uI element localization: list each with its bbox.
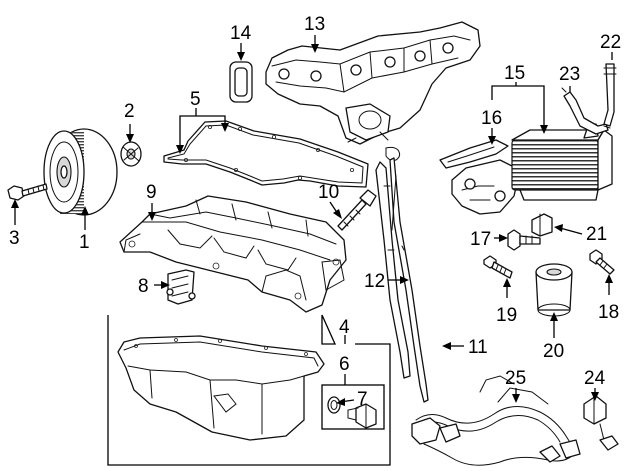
coolant-tube (603, 63, 617, 127)
coolant-hose (561, 87, 611, 135)
callout-13: 13 (304, 14, 325, 35)
callout-22: 22 (600, 32, 621, 53)
callout-7: 7 (357, 389, 368, 410)
leader-lines (11, 35, 613, 406)
callout-16: 16 (481, 108, 502, 129)
oil-cooler-assembly (451, 123, 613, 215)
callout-19: 19 (496, 305, 517, 326)
stud-18 (589, 249, 615, 275)
callout-17: 17 (470, 229, 491, 250)
callout-labels: 1 2 3 4 5 6 7 8 9 10 11 12 13 14 15 16 1… (9, 14, 621, 410)
pulley-bolt (7, 183, 48, 201)
callout-9: 9 (146, 182, 157, 203)
oil-cooler-gasket (439, 139, 509, 169)
throttle-body-seal (229, 61, 253, 103)
oil-baffle-bracket (166, 269, 196, 305)
callout-12: 12 (364, 271, 385, 292)
oil-pan-group-box (107, 314, 391, 466)
oil-pan-gasket (163, 120, 369, 188)
stud-19 (483, 255, 513, 279)
oil-pressure-sensor (531, 213, 553, 237)
callout-8: 8 (138, 276, 149, 297)
cooler-bolt-17 (507, 229, 541, 251)
callout-1: 1 (79, 232, 90, 253)
lower-oil-pan (117, 335, 325, 441)
callout-10: 10 (318, 182, 339, 203)
crankshaft-pulley (43, 128, 118, 216)
callout-2: 2 (124, 101, 135, 122)
callout-15: 15 (504, 63, 525, 84)
dipstick-tube (375, 161, 411, 379)
callout-4: 4 (339, 317, 350, 338)
drain-plug (347, 403, 377, 429)
callout-25: 25 (505, 368, 526, 389)
engine-harness-25 (411, 375, 581, 466)
callout-24: 24 (584, 368, 606, 389)
callout-23: 23 (559, 64, 580, 85)
drain-plug-seal (327, 396, 341, 414)
callout-14: 14 (230, 23, 252, 44)
callout-5: 5 (190, 89, 201, 110)
callout-21: 21 (586, 224, 607, 245)
callout-6: 6 (339, 354, 350, 375)
drain-plug-group-box (321, 384, 385, 430)
washer (120, 141, 142, 167)
upper-oil-pan (119, 195, 347, 313)
sensor-24 (583, 395, 619, 451)
callout-3: 3 (9, 228, 20, 249)
callout-11: 11 (468, 337, 488, 358)
callout-20: 20 (543, 341, 564, 362)
callout-18: 18 (598, 302, 619, 323)
intake-manifold (265, 21, 481, 145)
oil-filter (535, 263, 573, 317)
oil-level-sensor (337, 189, 377, 231)
